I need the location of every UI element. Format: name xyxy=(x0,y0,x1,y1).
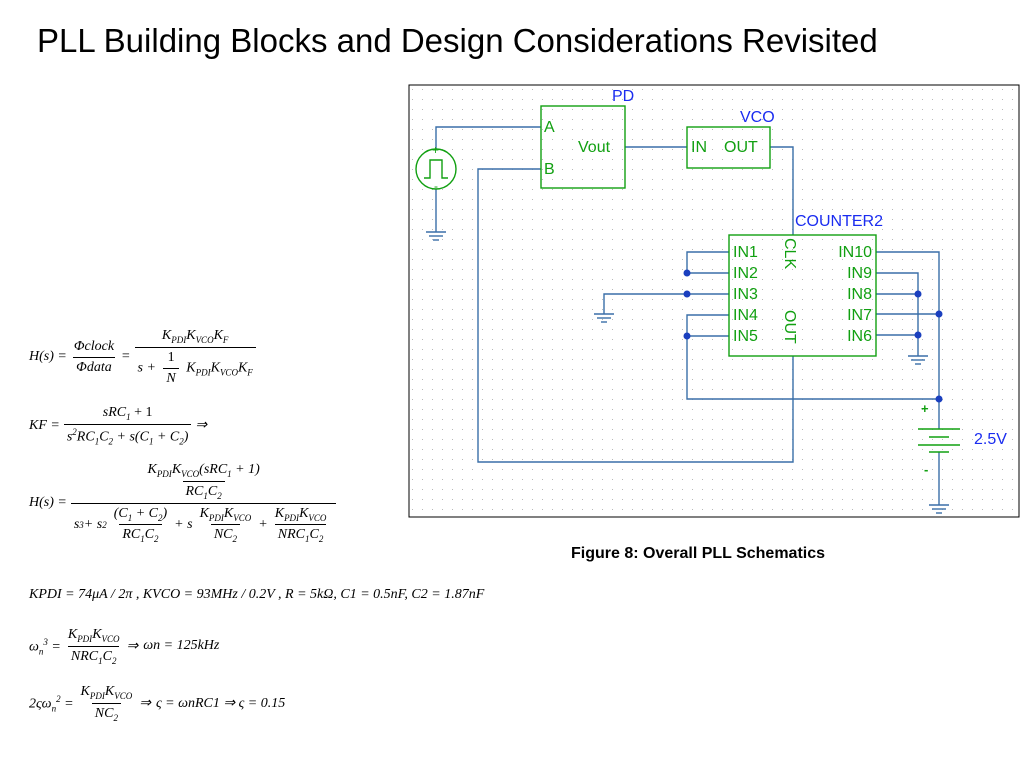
counter-pin-in8: IN8 xyxy=(847,286,872,303)
junction-node xyxy=(683,290,691,298)
source-minus: - xyxy=(434,179,438,193)
slide-title: PLL Building Blocks and Design Considera… xyxy=(37,22,878,59)
wire-in1-in2 xyxy=(686,251,729,274)
schematic-frame xyxy=(408,84,1020,518)
equation-values: KPDI = 74μA / 2π , KVCO = 93MHz / 0.2V ,… xyxy=(29,587,485,602)
counter-pin-in6: IN6 xyxy=(847,328,872,345)
counter-block xyxy=(728,234,877,357)
pd-label: PD xyxy=(612,88,634,105)
counter-pin-in7: IN7 xyxy=(847,307,872,324)
eq-phi-fraction: Φclock Φdata xyxy=(71,339,117,376)
counter-pin-in9: IN9 xyxy=(847,265,872,282)
pd-vout: Vout xyxy=(578,139,611,156)
equation-kf: KF = sRC1 + 1 s2RC1C2 + s(C1 + C2) ⇒ xyxy=(29,405,207,446)
eq-equals: = xyxy=(121,349,131,365)
counter-pin-in4: IN4 xyxy=(733,307,758,324)
eq-phi-data: Φdata xyxy=(73,356,115,376)
source-plus: + xyxy=(432,143,439,157)
wire-in4-in5 xyxy=(686,314,939,400)
junction-node xyxy=(914,290,922,298)
vco-label: VCO xyxy=(740,109,775,126)
vco-block xyxy=(686,126,771,169)
ground-icon xyxy=(908,355,928,365)
eq-phi-clock: Φclock xyxy=(73,338,115,354)
pd-pin-a: A xyxy=(544,119,555,136)
ground-icon xyxy=(594,313,614,323)
eq-hs2-label: H(s) = xyxy=(29,495,67,511)
counter-pin-in3: IN3 xyxy=(733,286,758,303)
counter-pin-in10: IN10 xyxy=(838,244,872,261)
battery-value: 2.5V xyxy=(974,431,1007,448)
junction-node xyxy=(683,332,691,340)
counter-pin-in1: IN1 xyxy=(733,244,758,261)
wire-source-to-a xyxy=(435,126,541,150)
battery-icon xyxy=(918,428,960,453)
wire-vco-to-clk xyxy=(770,146,794,235)
eq-kf-label: KF = xyxy=(29,417,60,433)
eq-kf-fraction: sRC1 + 1 s2RC1C2 + s(C1 + C2) xyxy=(63,405,192,446)
pd-block xyxy=(540,105,626,189)
battery-plus: + xyxy=(921,401,929,416)
junction-node xyxy=(914,331,922,339)
wire-feedback-b xyxy=(477,168,794,463)
counter-pin-clk: CLK xyxy=(781,238,798,269)
counter-pin-in2: IN2 xyxy=(733,265,758,282)
battery-minus: - xyxy=(924,462,928,477)
counter-pin-out: OUT xyxy=(781,310,798,344)
junction-node xyxy=(935,310,943,318)
wire-in9-in6 xyxy=(876,272,919,356)
counter-label: COUNTER2 xyxy=(795,213,883,230)
ground-icon xyxy=(929,504,949,514)
pulse-source-icon xyxy=(415,148,457,190)
vco-in: IN xyxy=(691,139,707,156)
junction-node xyxy=(683,269,691,277)
eq-zeta-result: ς = ωnRC1 ⇒ ς = 0.15 xyxy=(155,695,286,711)
wire-in10 xyxy=(876,251,940,399)
eq-implies: ⇒ xyxy=(195,418,208,434)
eq-hs-label: H(s) = xyxy=(29,349,67,365)
junction-node xyxy=(935,395,943,403)
figure-caption: Figure 8: Overall PLL Schematics xyxy=(571,545,826,562)
eq-omega-result: ωn = 125kHz xyxy=(143,638,220,654)
vco-out: OUT xyxy=(724,139,758,156)
ground-icon xyxy=(426,231,446,241)
counter-pin-in5: IN5 xyxy=(733,328,758,345)
pd-pin-b: B xyxy=(544,161,555,178)
